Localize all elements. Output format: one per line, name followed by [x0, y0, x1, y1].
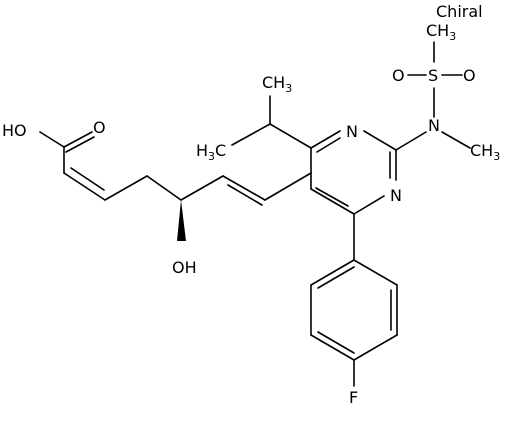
bond-c6-c7-inner [227, 184, 263, 206]
wedge-bond-oh [177, 200, 186, 241]
atom-oh: OH [172, 258, 197, 277]
group-ch3-iso-top: CH3 [262, 73, 292, 95]
atom-n-sulfonamide: N [428, 116, 440, 135]
bond-c-o-double-b [65, 136, 95, 153]
atom-f: F [349, 388, 358, 407]
ring-bond-c4-n3 [310, 130, 341, 149]
ring-bond-c4-n3-inner [316, 137, 341, 153]
atom-s: S [428, 66, 438, 85]
bond-c6-c7 [222, 175, 266, 201]
atom-ho: HO [2, 121, 27, 140]
atom-o-carbonyl: O [93, 118, 106, 137]
atom-o-right: O [463, 66, 476, 85]
bond-c3-c4 [104, 175, 148, 201]
group-ch3-sulfonyl: CH3 [426, 21, 456, 43]
ring-bond-n3-c2 [363, 130, 397, 151]
aryl-bond-1 [353, 259, 398, 286]
atom-n-top: N [346, 122, 358, 141]
atom-labels: HO O OH N N N S O O F CH3 H3C CH3 CH3 [2, 21, 500, 407]
bond-c-o-double-a [63, 131, 93, 148]
aryl-bond-4 [310, 334, 355, 361]
group-ch3-n-methyl: CH3 [470, 141, 500, 163]
ring-bond-c6-c5-inner [315, 187, 349, 207]
aryl-bond-6 [310, 259, 355, 286]
bond-ring-isopropyl [269, 123, 312, 149]
aryl-bond-4-inner [317, 331, 355, 354]
bond-c7-ring [264, 172, 312, 201]
bond-c2-n [395, 131, 427, 151]
bond-c2-c3 [63, 172, 106, 201]
bonds [39, 41, 471, 387]
bond-c2-c3-inner [70, 167, 105, 191]
bond-c5-c6 [180, 175, 224, 201]
chiral-label: Chiral [436, 2, 483, 21]
atom-o-left: O [392, 66, 405, 85]
bond-n-ch3 [441, 131, 471, 149]
ring-bond-c6-c5 [310, 188, 355, 215]
bond-isopropyl-ch3-left [231, 123, 271, 146]
aryl-bond-6-inner [317, 266, 355, 289]
bond-c4-c5 [146, 175, 182, 201]
atom-n-bottom: N [390, 186, 402, 205]
aryl-bond-3 [353, 334, 398, 361]
ring-bond-n1-c6 [353, 195, 385, 215]
group-h3c-iso-left: H3C [196, 141, 226, 163]
bond-oh-c [39, 131, 65, 148]
